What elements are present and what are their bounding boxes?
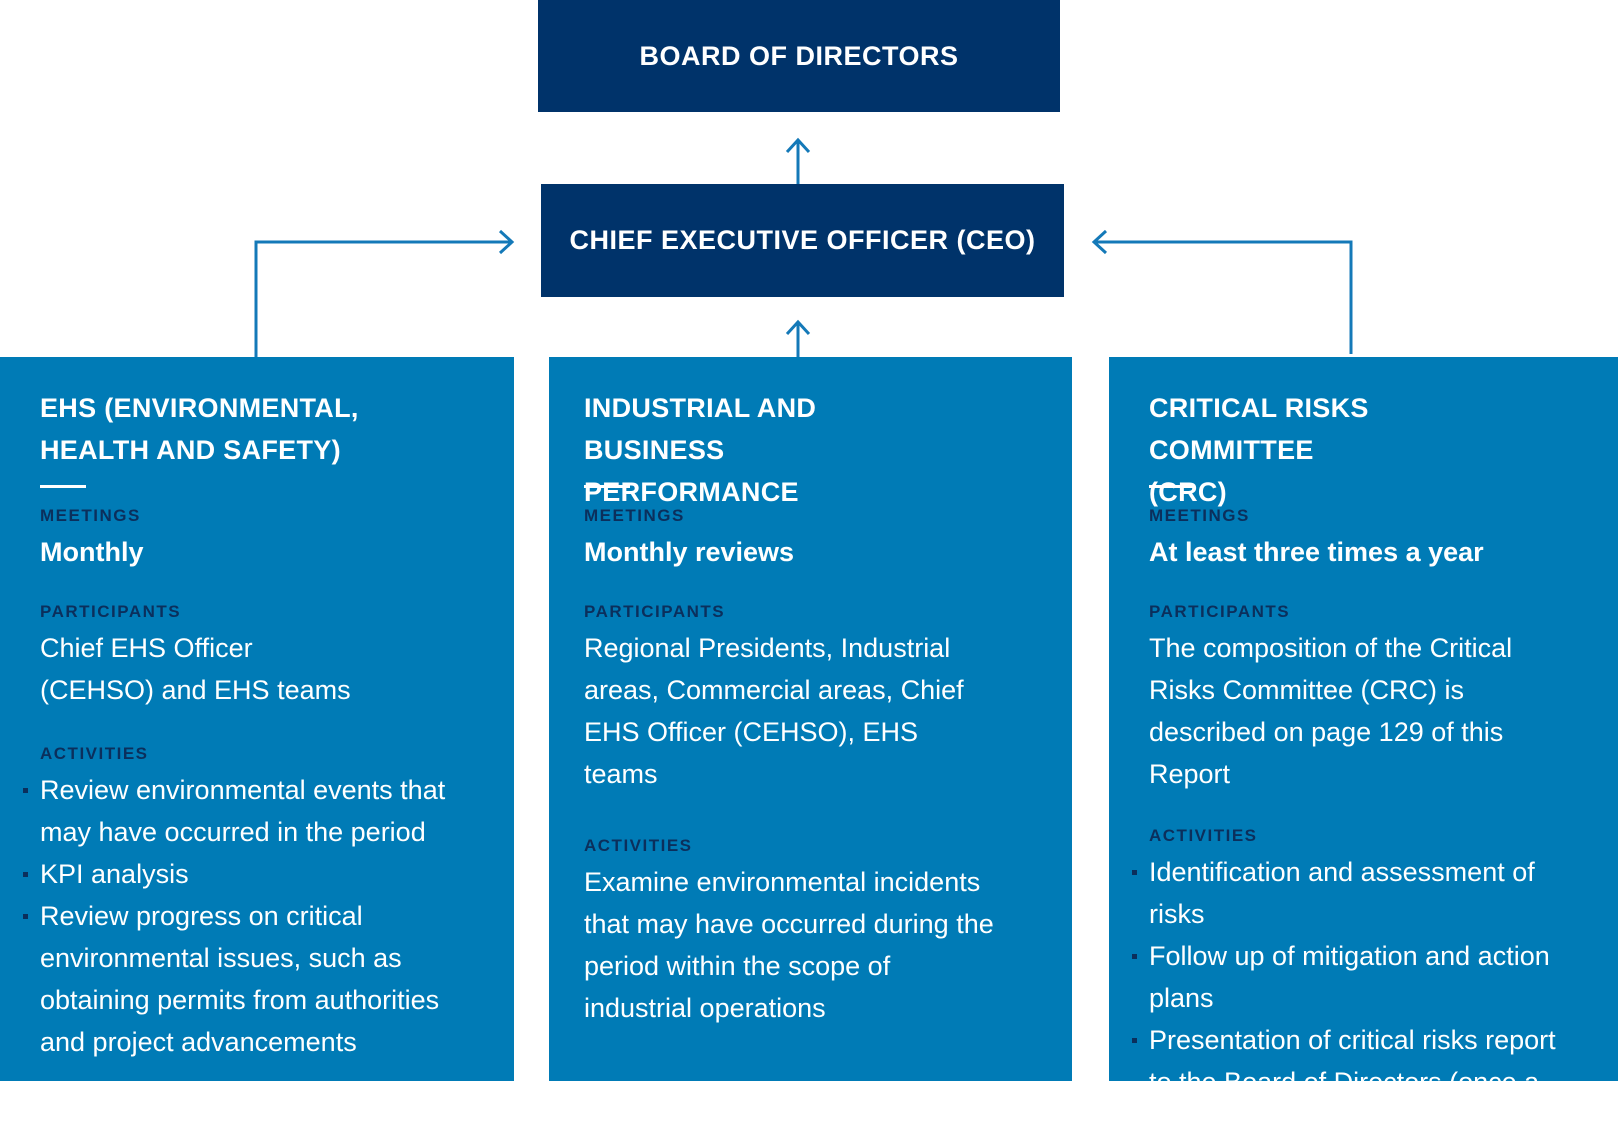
list-item: Follow up of mitigation and action plans: [1132, 935, 1579, 1019]
panel-title: CRITICAL RISKS COMMITTEE (CRC): [1149, 393, 1369, 507]
bullet-icon: [1132, 954, 1137, 959]
board-of-directors-box: BOARD OF DIRECTORS: [538, 0, 1060, 112]
participants-label: PARTICIPANTS: [40, 602, 182, 621]
ceo-box: CHIEF EXECUTIVE OFFICER (CEO): [541, 184, 1064, 297]
list-item-text: Review progress on critical environmenta…: [40, 901, 440, 1057]
critical-risks-committee-panel: CRITICAL RISKS COMMITTEE (CRC) MEETINGS …: [1109, 357, 1618, 1139]
meetings-label: MEETINGS: [40, 506, 141, 525]
list-item: Presentation of critical risks report to…: [1132, 1019, 1579, 1145]
activities-list: Identification and assessment of risks F…: [1132, 851, 1579, 1145]
activities-list: Review environmental events that may hav…: [23, 769, 480, 1063]
list-item: Review progress on critical environmenta…: [23, 895, 480, 1063]
list-item-text: KPI analysis: [40, 859, 189, 889]
arrow-ehs-to-ceo-head: [498, 229, 515, 255]
activities-label: ACTIVITIES: [584, 836, 693, 855]
meetings-label: MEETINGS: [1149, 506, 1250, 525]
title-divider: [40, 485, 86, 488]
list-item: Identification and assessment of risks: [1132, 851, 1579, 935]
activities-text: Examine environmental incidents that may…: [584, 867, 994, 1023]
ceo-label: CHIEF EXECUTIVE OFFICER (CEO): [569, 225, 1036, 255]
meetings-value: Monthly reviews: [584, 537, 795, 567]
arrow-ibp-to-ceo-head: [785, 319, 811, 336]
participants-label: PARTICIPANTS: [584, 602, 726, 621]
activities-label: ACTIVITIES: [40, 744, 149, 763]
meetings-label: MEETINGS: [584, 506, 685, 525]
participants-value: Regional Presidents, Industrial areas, C…: [584, 633, 964, 789]
bullet-icon: [1132, 870, 1137, 875]
bullet-icon: [23, 914, 28, 919]
list-item-text: Review environmental events that may hav…: [40, 775, 446, 847]
arrow-crc-to-ceo-head: [1091, 229, 1108, 255]
meetings-value: Monthly: [40, 537, 144, 567]
panel-title: EHS (ENVIRONMENTAL, HEALTH AND SAFETY): [40, 393, 359, 465]
list-item-text: Presentation of critical risks report to…: [1149, 1025, 1556, 1139]
list-item-text: Follow up of mitigation and action plans: [1149, 941, 1550, 1013]
participants-label: PARTICIPANTS: [1149, 602, 1291, 621]
bullet-icon: [23, 788, 28, 793]
title-divider: [584, 485, 630, 488]
activities-label: ACTIVITIES: [1149, 826, 1258, 845]
title-divider: [1149, 485, 1195, 488]
list-item: Review environmental events that may hav…: [23, 769, 480, 853]
connector-arrows: [254, 137, 1353, 357]
industrial-business-performance-panel: INDUSTRIAL AND BUSINESS PERFORMANCE MEET…: [549, 357, 1072, 1081]
bullet-icon: [1132, 1038, 1137, 1043]
arrow-ceo-to-board-head: [785, 137, 811, 154]
meetings-value: At least three times a year: [1149, 537, 1484, 567]
ehs-panel: EHS (ENVIRONMENTAL, HEALTH AND SAFETY) M…: [0, 357, 514, 1081]
board-label: BOARD OF DIRECTORS: [639, 40, 959, 71]
participants-value: The composition of the Critical Risks Co…: [1149, 633, 1513, 789]
bullet-icon: [23, 872, 28, 877]
arrow-ehs-to-ceo: [254, 240, 512, 357]
participants-value: Chief EHS Officer (CEHSO) and EHS teams: [40, 633, 351, 705]
list-item: KPI analysis: [23, 853, 480, 895]
arrow-crc-to-ceo: [1094, 240, 1353, 354]
list-item-text: Identification and assessment of risks: [1149, 857, 1535, 929]
panel-title: INDUSTRIAL AND BUSINESS PERFORMANCE: [584, 393, 817, 507]
